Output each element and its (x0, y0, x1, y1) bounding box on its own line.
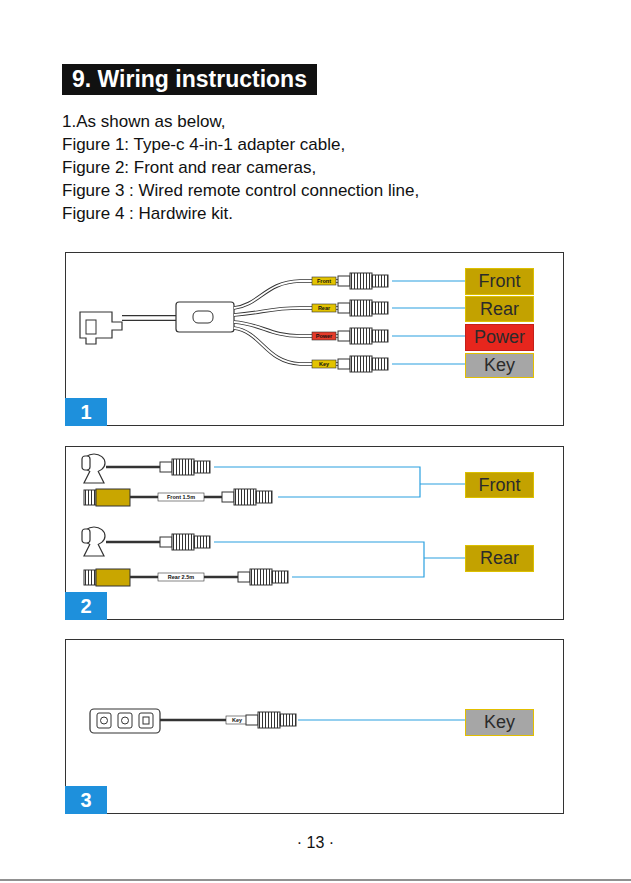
label-box: Power (465, 324, 534, 351)
label-text: Front (478, 475, 520, 496)
body-text: Figure 2: Front and rear cameras, (62, 158, 316, 178)
cable-tag: Rear 2.5m (159, 573, 203, 581)
label-text: Key (484, 712, 515, 733)
label-text: Front (478, 271, 520, 292)
cable-tag: Key (227, 716, 247, 724)
cable-tag: Rear (313, 304, 335, 312)
figure-panel: 1 FrontRearPowerKey (65, 252, 564, 426)
title-bar: 9. Wiring instructions (62, 64, 317, 95)
label-box: Key (465, 353, 534, 378)
cable-tag: Key (313, 360, 335, 368)
cable-tag: Power (313, 332, 335, 340)
camera-cables (82, 454, 288, 586)
body-text: Figure 4 : Hardwire kit. (62, 204, 233, 224)
wired-remote (90, 709, 296, 733)
callout-number: 1 (65, 398, 107, 426)
label-text: Rear (480, 548, 519, 569)
page-rule (0, 880, 631, 881)
body-text: Figure 1: Type-c 4-in-1 adapter cable, (62, 135, 345, 155)
leader-lines (392, 281, 465, 364)
label-box: Front (465, 268, 534, 295)
cable-tag: Front 1.5m (159, 493, 203, 501)
label-text: Rear (480, 299, 519, 320)
bracket-lines (214, 467, 465, 577)
leader-line (298, 719, 465, 720)
callout-number: 2 (65, 592, 107, 620)
label-box: Front (465, 472, 534, 498)
figure-panel: 2 FrontRear (65, 446, 564, 620)
label-text: Power (474, 327, 525, 348)
label-box: Rear (465, 296, 534, 322)
figure-panel: 3 Key (65, 639, 564, 814)
callout-number: 3 (65, 786, 107, 814)
title-text: 9. Wiring instructions (72, 66, 307, 92)
page-number: · 13 · (0, 834, 631, 852)
label-text: Key (484, 355, 515, 376)
cable-tag: Front (313, 277, 335, 285)
label-box: Rear (465, 545, 534, 572)
adapter-cable (80, 273, 388, 372)
body-text: 1.As shown as below, (62, 112, 225, 132)
label-box: Key (465, 709, 534, 736)
body-text: Figure 3 : Wired remote control connecti… (62, 181, 419, 201)
